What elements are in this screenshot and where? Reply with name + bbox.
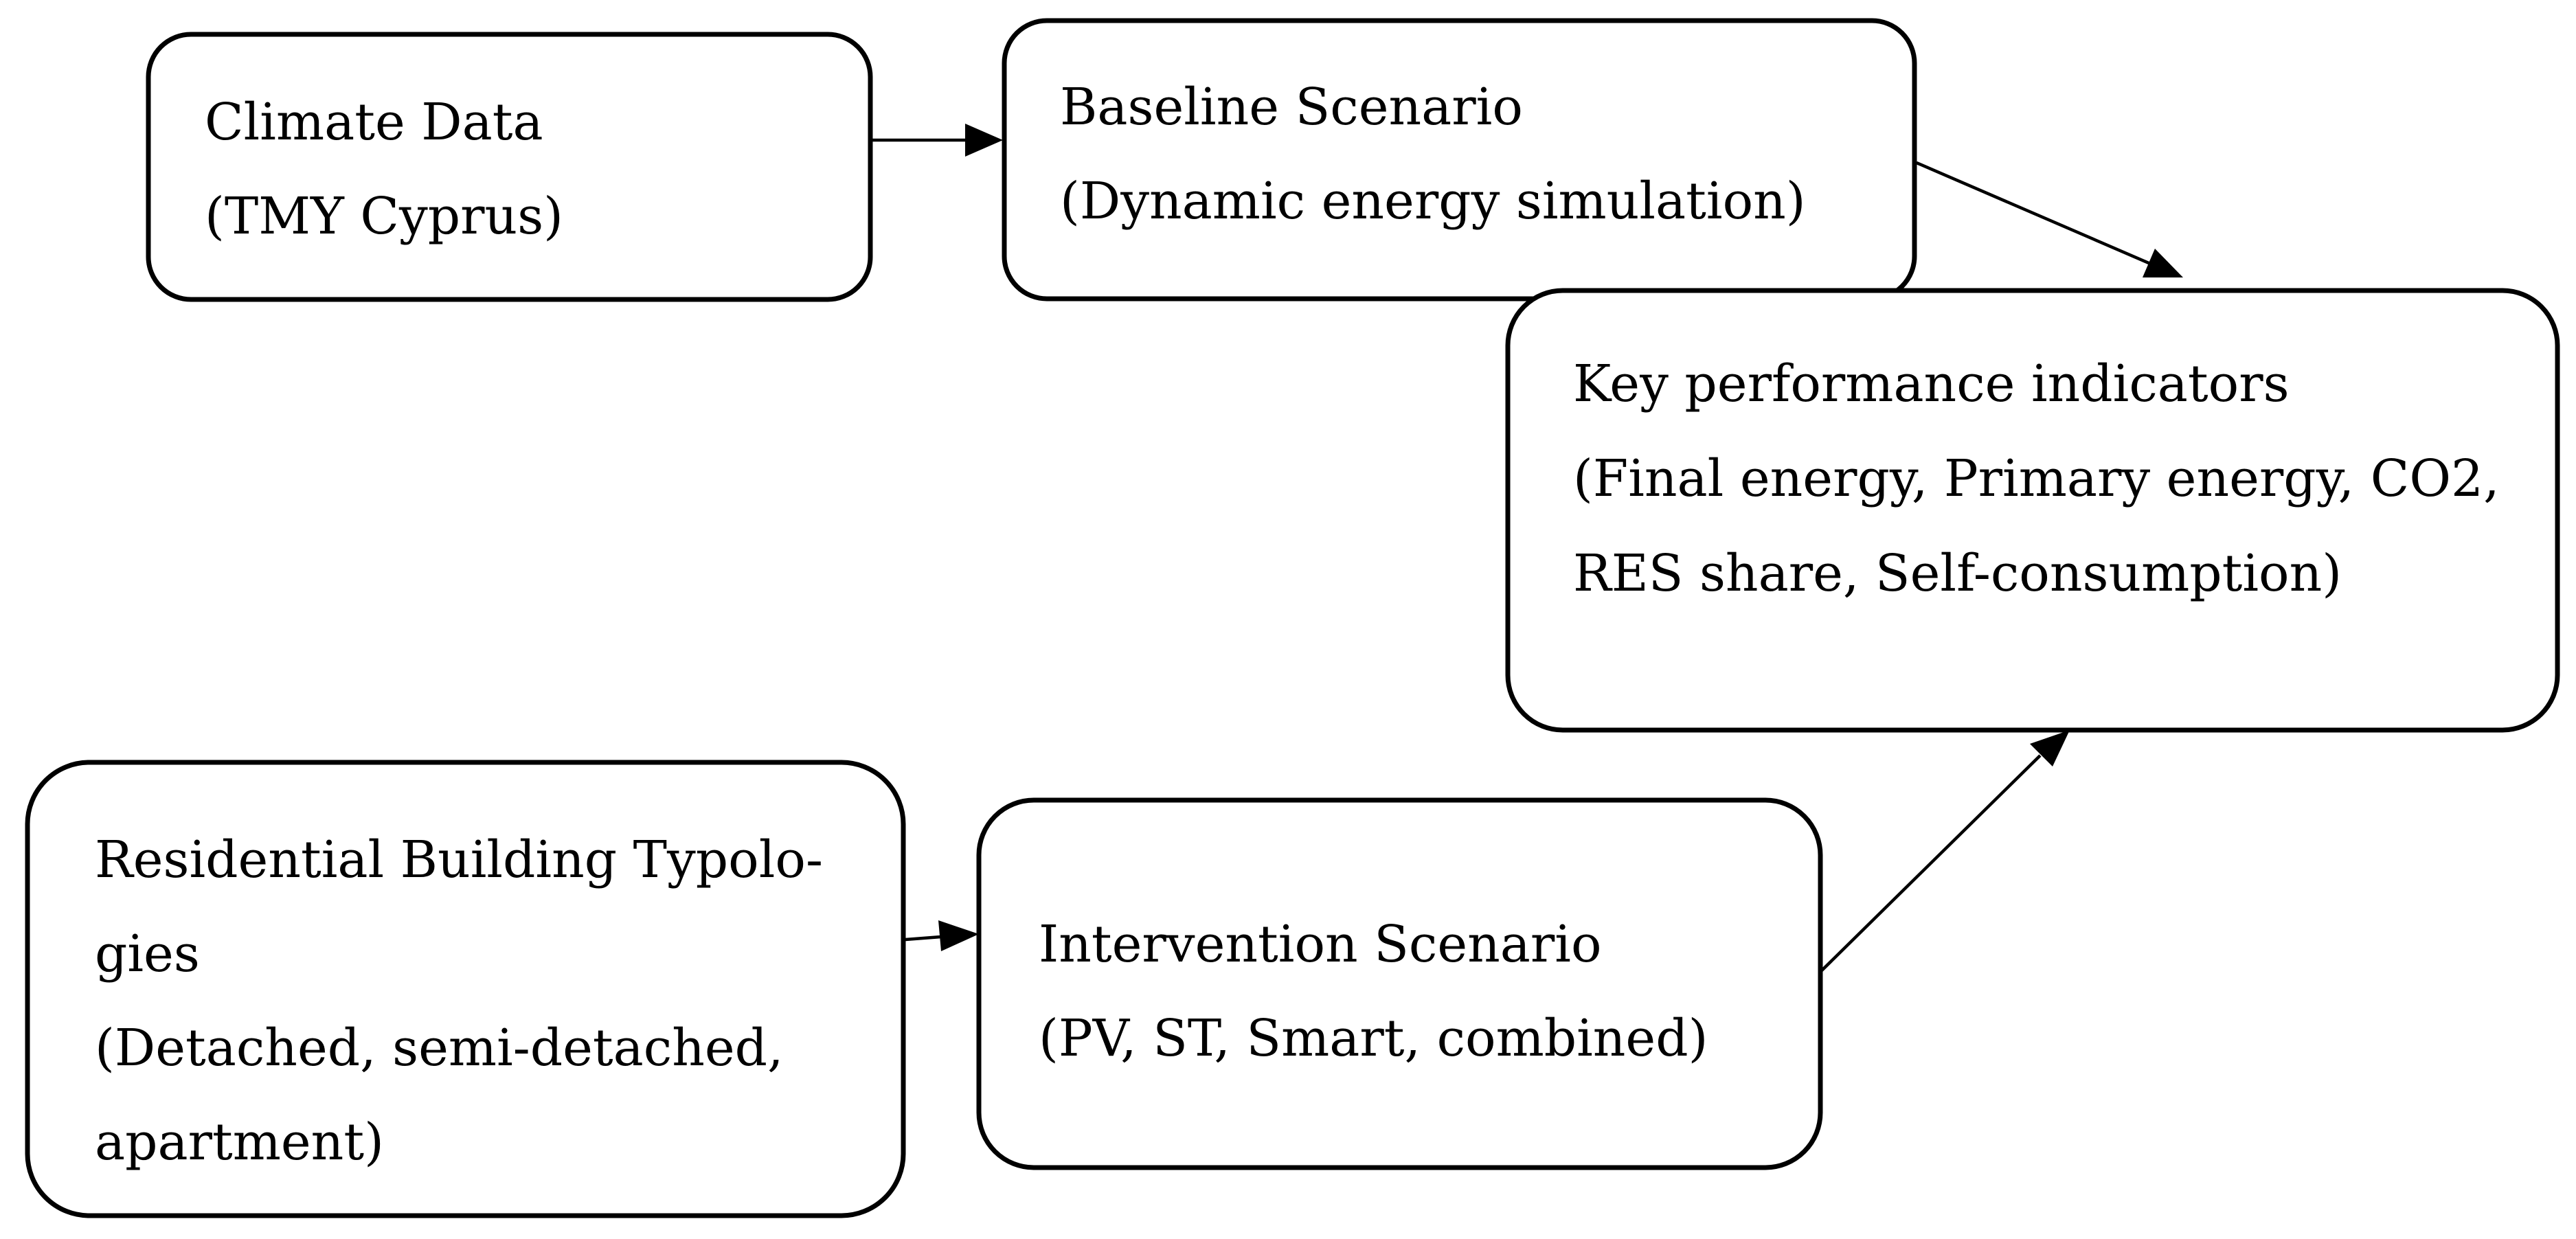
node-line: (TMY Cyprus) [205, 187, 563, 246]
edge-climate-to-baseline [872, 124, 1003, 157]
node-text: Baseline Scenario (Dynamic energy simula… [1060, 78, 1806, 231]
node-residential-building-typologies: Residential Building Typolo- gies (Detac… [25, 760, 906, 1218]
node-intervention-scenario: Intervention Scenario (PV, ST, Smart, co… [976, 797, 1823, 1170]
node-line: Climate Data [205, 93, 543, 152]
node-line: Intervention Scenario [1039, 915, 1602, 974]
node-line: RES share, Self-consumption) [1573, 544, 2342, 603]
arrowhead-icon [2030, 730, 2070, 766]
edge-line [905, 935, 942, 942]
arrowhead-icon [965, 124, 1003, 157]
node-box [25, 760, 906, 1218]
edge-line [1916, 161, 2154, 267]
node-box [146, 32, 873, 302]
node-line: (Dynamic energy simulation) [1060, 172, 1806, 231]
node-line: Residential Building Typolo- [95, 830, 823, 889]
node-line: apartment) [95, 1113, 384, 1172]
node-text: Intervention Scenario (PV, ST, Smart, co… [1039, 915, 1708, 1068]
arrowhead-icon [938, 920, 979, 951]
node-box [976, 797, 1823, 1170]
node-line: (Final energy, Primary energy, CO2, [1573, 449, 2500, 508]
node-text: Climate Data (TMY Cyprus) [205, 93, 563, 246]
node-text: Key performance indicators (Final energy… [1573, 354, 2516, 603]
edge-baseline-to-kpi [1916, 161, 2183, 277]
edge-intervention-to-kpi [1819, 730, 2070, 973]
node-line: Key performance indicators [1573, 354, 2290, 413]
node-line: (Detached, semi-detached, [95, 1019, 784, 1078]
node-text: Residential Building Typolo- gies (Detac… [95, 830, 839, 1172]
node-box [1002, 18, 1917, 302]
node-line: gies [95, 924, 200, 984]
arrowhead-icon [2143, 249, 2183, 277]
edges [872, 124, 2183, 973]
node-line: Baseline Scenario [1060, 78, 1523, 137]
node-key-performance-indicators: Key performance indicators (Final energy… [1505, 288, 2560, 733]
edge-residential-to-intervention [905, 920, 979, 951]
node-line: (PV, ST, Smart, combined) [1039, 1009, 1708, 1068]
node-box [1505, 288, 2560, 733]
node-climate-data: Climate Data (TMY Cyprus) [146, 32, 873, 302]
edge-line [1819, 754, 2042, 973]
node-baseline-scenario: Baseline Scenario (Dynamic energy simula… [1002, 18, 1917, 302]
